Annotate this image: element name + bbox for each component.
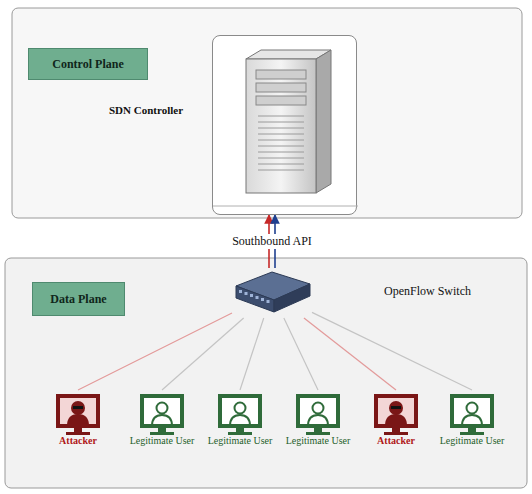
user-host: Legitimate User: [282, 392, 354, 447]
attacker-host: Attacker: [360, 392, 432, 447]
host-label: Legitimate User: [204, 392, 276, 447]
user-computer: [436, 392, 508, 436]
user-host: Legitimate User: [204, 392, 276, 447]
device-label: SDN Controller: [109, 104, 183, 116]
user-host: Legitimate User: [436, 392, 508, 447]
attacker-computer: [42, 392, 114, 436]
host-label: Attacker: [42, 392, 114, 447]
host-link: [240, 318, 264, 390]
plane-label: Control Plane: [28, 48, 148, 80]
user-computer: [282, 392, 354, 436]
host-link: [78, 313, 232, 390]
attacker-host: Attacker: [42, 392, 114, 447]
openflow-switch: OpenFlow Switch: [232, 268, 312, 318]
host-link: [312, 312, 472, 390]
device-label: OpenFlow Switch: [384, 284, 471, 299]
host-label: Attacker: [360, 392, 432, 447]
controller-frame: SDN Controller: [212, 35, 357, 215]
user-host: Legitimate User: [126, 392, 198, 447]
switch-icon: [232, 268, 312, 318]
host-label: Legitimate User: [126, 392, 198, 447]
control-plane-panel: [12, 8, 522, 218]
plane-label: Data Plane: [32, 282, 125, 316]
api-label: Southbound API: [229, 234, 315, 249]
host-label: Legitimate User: [282, 392, 354, 447]
data-plane-panel: [5, 258, 527, 488]
plane-name: Control Plane: [52, 57, 123, 72]
host-link: [284, 318, 318, 390]
attacker-computer: [360, 392, 432, 436]
user-computer: [126, 392, 198, 436]
user-computer: [204, 392, 276, 436]
host-link: [304, 318, 396, 390]
host-label: Legitimate User: [436, 392, 508, 447]
host-link: [162, 318, 244, 390]
server-icon: [213, 36, 358, 216]
plane-name: Data Plane: [50, 292, 106, 307]
